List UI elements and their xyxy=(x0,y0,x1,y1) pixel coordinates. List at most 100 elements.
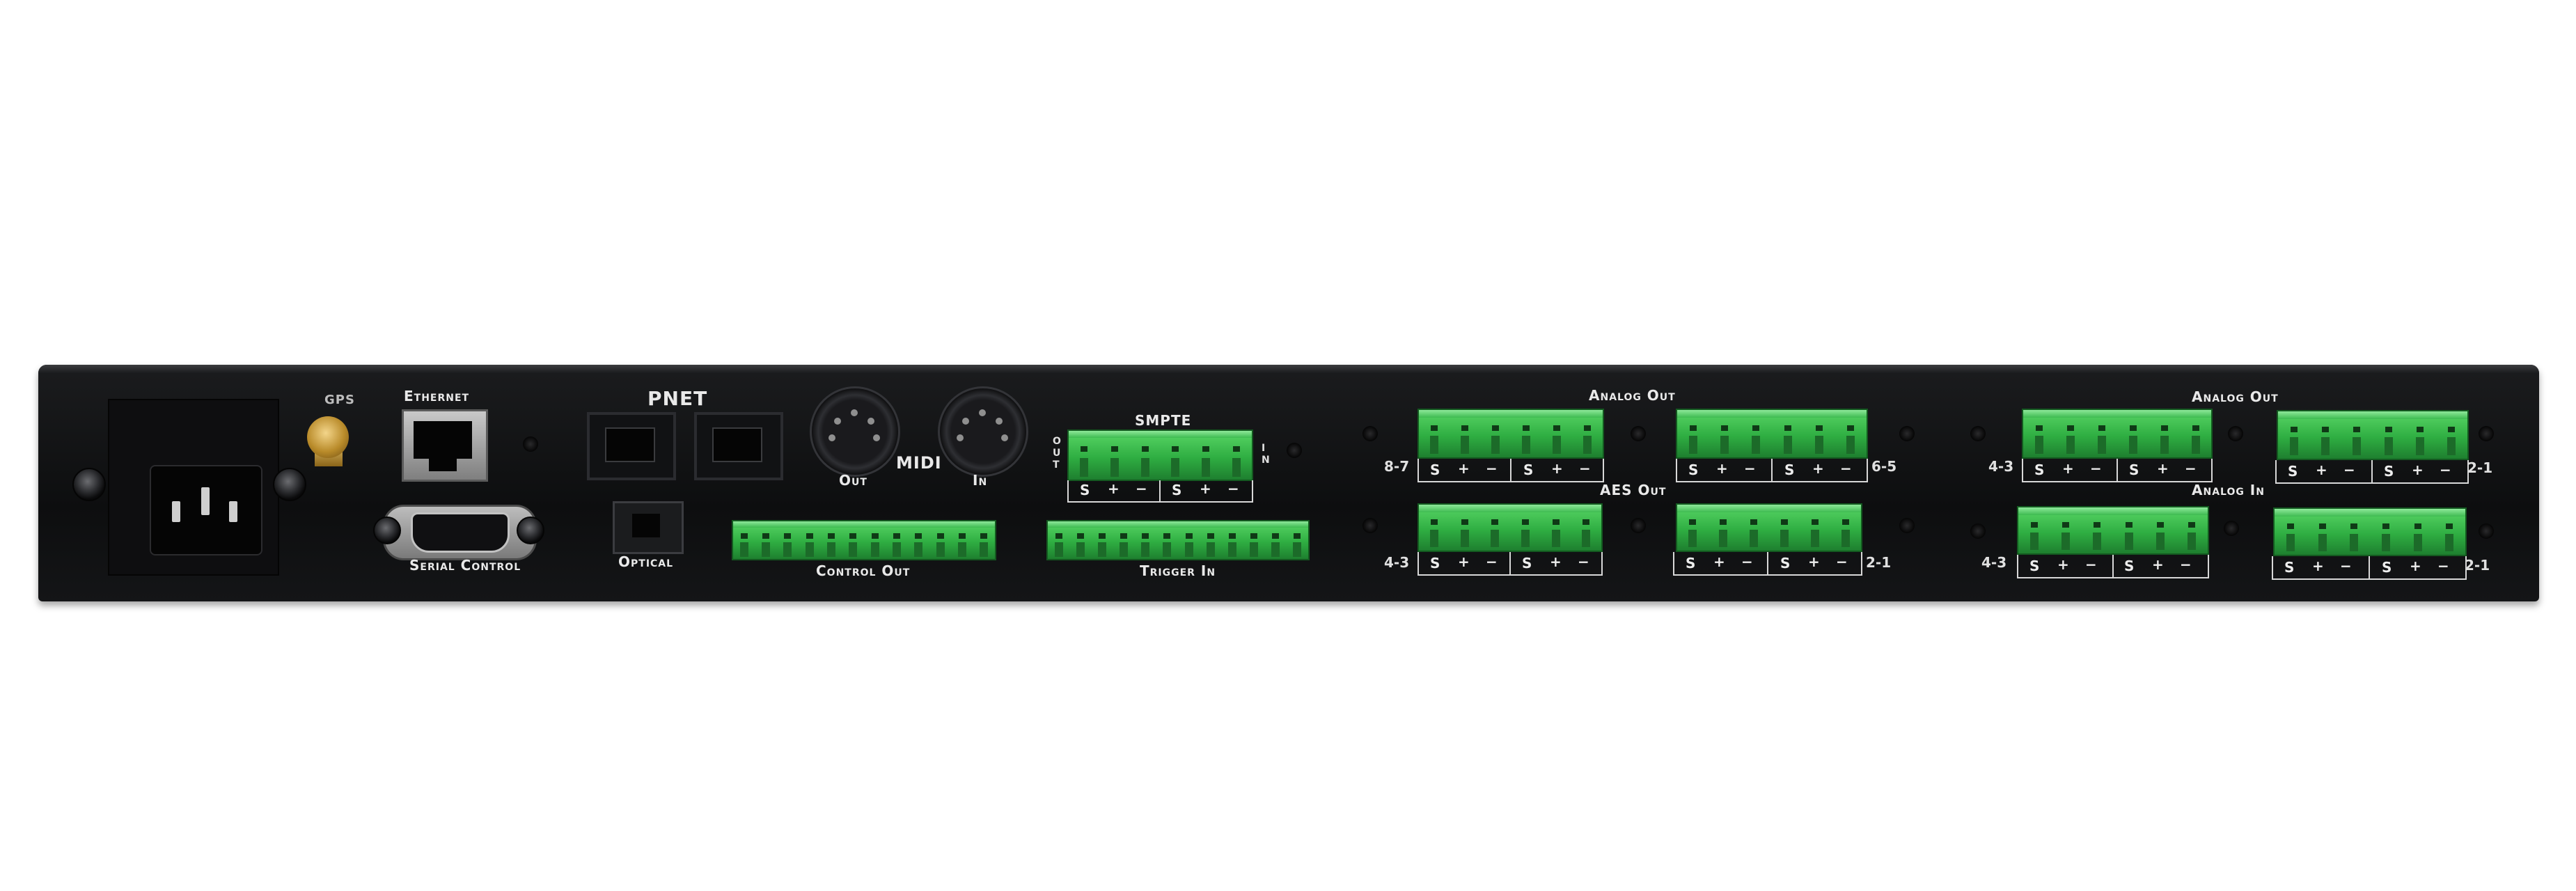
midi-in-port[interactable] xyxy=(938,386,1028,477)
terminal-screw-slot xyxy=(1430,519,1438,525)
analog-out-8-7-terminal[interactable] xyxy=(1417,409,1604,459)
analog-in-4-3-terminal[interactable] xyxy=(2017,506,2209,555)
terminal-screw-slot xyxy=(828,533,835,539)
terminal-pin-socket xyxy=(1780,530,1789,547)
pnet-port-1[interactable] xyxy=(587,412,676,480)
din-pin xyxy=(1001,434,1008,441)
terminal-screw-slot xyxy=(1721,425,1728,431)
terminal-screw-slot xyxy=(2448,427,2456,432)
midi-in-label: In xyxy=(973,472,988,489)
led-hole xyxy=(523,436,538,452)
power-pin-right xyxy=(229,501,237,522)
optical-port-opening xyxy=(632,514,660,537)
terminal-screw-slot xyxy=(2385,427,2392,432)
terminal-screw-slot xyxy=(2066,425,2074,431)
terminal-pin-socket xyxy=(1171,458,1180,477)
analog-out-8-7-pin-labels: S + − S + − xyxy=(1417,459,1604,482)
terminal-pin-socket xyxy=(1551,530,1560,547)
optical-label: Optical xyxy=(618,553,674,570)
terminal-screw-slot xyxy=(2035,425,2043,431)
terminal-pin-socket xyxy=(2156,533,2165,550)
terminal-pin-socket xyxy=(739,542,748,557)
din-pin xyxy=(962,418,969,425)
terminal-pin-socket xyxy=(1811,530,1819,547)
midi-out-port[interactable] xyxy=(810,386,900,477)
pin-plus-label: + xyxy=(1812,460,1824,477)
analog-in-label: Analog In xyxy=(2192,482,2265,498)
pin-s-label: S xyxy=(2029,558,2040,574)
terminal-screw-slot xyxy=(1523,425,1530,431)
terminal-pin-socket xyxy=(1202,458,1211,477)
analog-out-6-5-terminal[interactable] xyxy=(1676,409,1868,459)
channel-2-1-label: 2-1 xyxy=(2467,459,2493,476)
terminal-screw-slot xyxy=(959,533,966,539)
terminal-screw-slot xyxy=(1689,519,1696,525)
terminal-screw-slot xyxy=(2414,523,2421,529)
din-pin xyxy=(834,418,841,425)
pnet-port-1-opening xyxy=(605,427,655,462)
din-pin xyxy=(828,434,835,441)
pnet-port-2-opening xyxy=(712,427,762,462)
pin-label-divider xyxy=(1510,459,1511,481)
pin-plus-label: + xyxy=(2157,460,2169,477)
channel-2-1-label: 2-1 xyxy=(1866,554,1892,571)
aes-out-2-1-pin-labels: S + − S + − xyxy=(1673,552,1862,576)
trigger-in-label: Trigger In xyxy=(1140,562,1216,579)
terminal-pin-socket xyxy=(1460,530,1469,547)
terminal-pin-socket xyxy=(2381,534,2390,551)
smpte-in-label: IN xyxy=(1262,443,1270,466)
aes-out-2-1-terminal[interactable] xyxy=(1676,503,1862,552)
terminal-screw-slot xyxy=(2188,522,2196,528)
terminal-screw-slot xyxy=(740,533,748,539)
ethernet-port[interactable] xyxy=(402,409,488,482)
pin-plus-label: + xyxy=(1808,553,1820,570)
terminal-pin-socket xyxy=(2413,534,2422,551)
smpte-terminal-block[interactable] xyxy=(1067,429,1253,481)
pin-label-divider xyxy=(2371,460,2373,482)
terminal-screw-slot xyxy=(1491,519,1499,525)
gps-antenna-connector[interactable] xyxy=(307,416,349,458)
din-pin xyxy=(979,409,986,416)
pin-label-divider xyxy=(1159,480,1161,501)
terminal-pin-socket xyxy=(1553,436,1561,454)
pin-plus-label: + xyxy=(2412,462,2424,478)
terminal-pin-socket xyxy=(2128,436,2137,454)
pnet-port-2[interactable] xyxy=(694,412,783,480)
terminal-screw-slot xyxy=(2129,425,2137,431)
terminal-pin-socket xyxy=(2124,533,2133,550)
terminal-pin-socket xyxy=(1815,436,1823,454)
terminal-pin-socket xyxy=(783,542,792,557)
control-out-terminal-block[interactable] xyxy=(732,520,996,560)
analog-in-2-1-terminal[interactable] xyxy=(2273,507,2467,556)
iec-power-inlet[interactable] xyxy=(150,465,262,555)
led-hole xyxy=(2479,523,2494,539)
terminal-pin-socket xyxy=(1783,436,1792,454)
terminal-pin-socket xyxy=(1163,542,1172,557)
pin-s-label: S xyxy=(1523,462,1534,478)
terminal-screw-slot xyxy=(1461,519,1468,525)
terminal-pin-socket xyxy=(1250,542,1259,557)
analog-out-6-5-pin-labels: S + − S + − xyxy=(1676,459,1868,482)
terminal-top-bar xyxy=(1677,505,1861,512)
pin-minus-label: − xyxy=(2185,460,2197,477)
terminal-top-bar xyxy=(2023,410,2211,418)
analog-out-4-3-terminal[interactable] xyxy=(2022,409,2213,459)
pin-s-label: S xyxy=(1172,482,1182,498)
terminal-screw-slot xyxy=(2160,425,2168,431)
terminal-pin-socket xyxy=(2188,533,2197,550)
aes-out-4-3-terminal[interactable] xyxy=(1417,503,1603,552)
terminal-pin-socket xyxy=(893,542,901,557)
terminal-pin-socket xyxy=(2191,436,2200,454)
trigger-in-terminal-block[interactable] xyxy=(1046,520,1310,560)
midi-label: MIDI xyxy=(896,453,942,473)
analog-out-2-1-terminal[interactable] xyxy=(2277,410,2469,460)
led-hole xyxy=(1631,426,1646,441)
ethernet-port-latch xyxy=(429,456,457,471)
terminal-pin-socket xyxy=(2289,437,2298,455)
led-hole xyxy=(1362,518,1378,533)
terminal-pin-socket xyxy=(2093,533,2102,550)
terminal-pin-socket xyxy=(1140,458,1149,477)
terminal-pin-socket xyxy=(805,542,814,557)
terminal-screw-slot xyxy=(784,533,792,539)
terminal-screw-slot xyxy=(1842,519,1849,525)
